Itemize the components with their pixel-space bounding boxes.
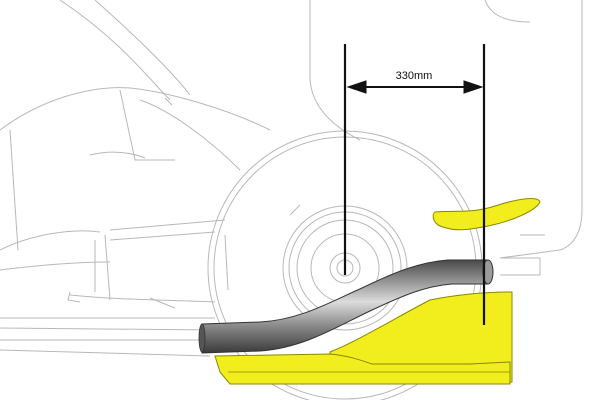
exhaust-pipe [198, 259, 494, 354]
car-body-outline [0, 0, 271, 357]
dimension-annotation: 330mm [343, 44, 486, 325]
dimension-label: 330mm [396, 70, 433, 82]
arrowhead-left [346, 80, 367, 94]
arrowhead-right [463, 80, 484, 94]
sidepod-outline [309, 0, 583, 276]
diffuser-highlight [214, 291, 513, 385]
winglet-highlight [432, 198, 541, 231]
